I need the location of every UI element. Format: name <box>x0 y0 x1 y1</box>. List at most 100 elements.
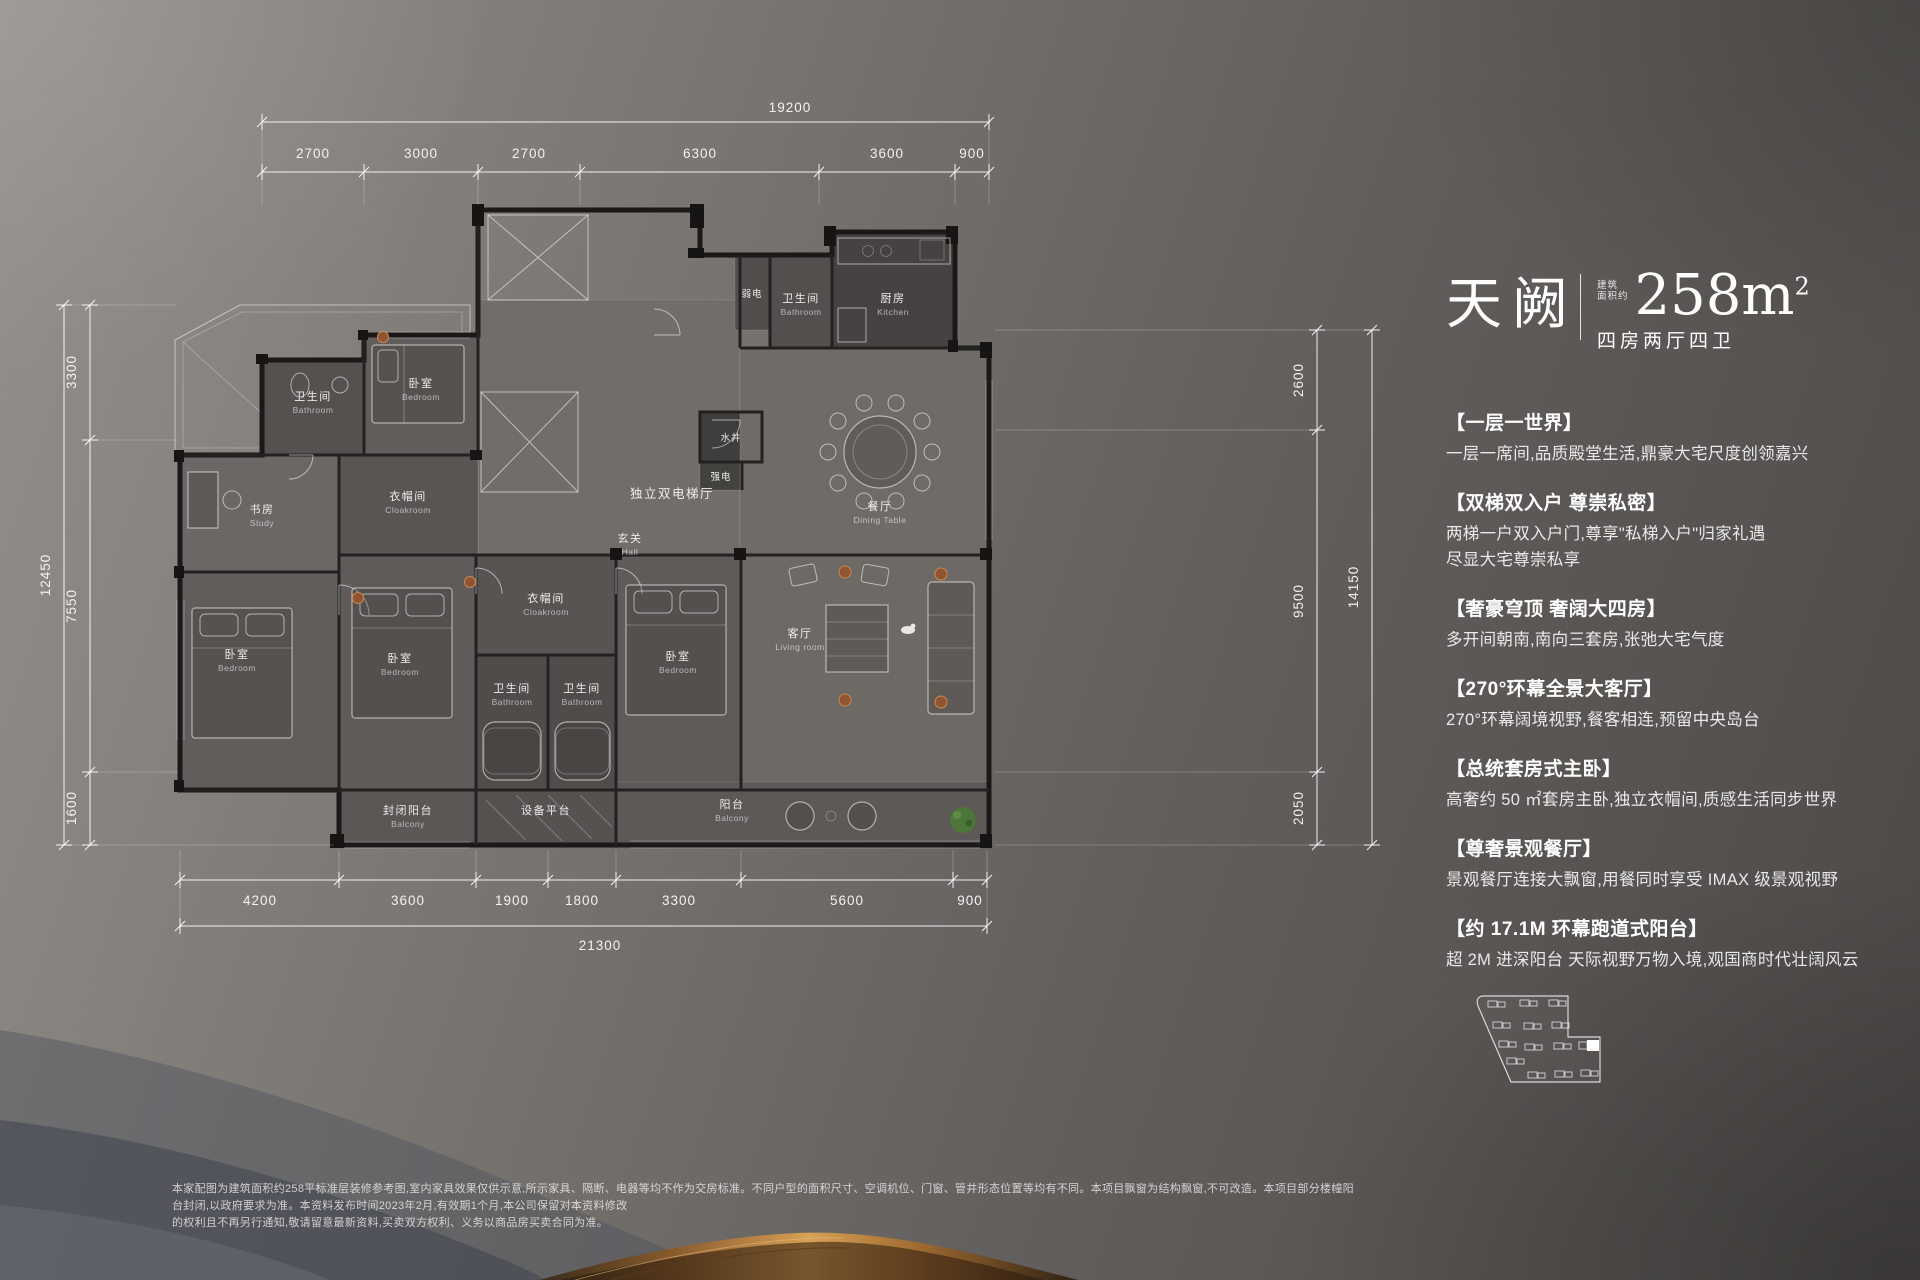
label-bed2-en: Bedroom <box>381 667 419 677</box>
bird-sculpture <box>901 626 915 634</box>
dim-top-total: 19200 <box>769 100 812 115</box>
label-hall-en: Hall <box>622 547 639 557</box>
label-cloak2-en: Cloakroom <box>523 607 569 617</box>
disclaimer-line-1: 本家配图为建筑面积约258平标准层装修参考图,室内家具效果仅供示意,所示家具、隔… <box>172 1183 1354 1212</box>
feature-heading: 【一层一世界】 <box>1446 413 1583 434</box>
site-plan-highlighted-unit <box>1578 1040 1599 1051</box>
label-study-zh: 书房 <box>250 503 275 516</box>
feature-line: 一层一席间,品质殿堂生活,鼎豪大宅尺度创领嘉兴 <box>1446 445 1809 463</box>
bed-top-furniture <box>371 344 465 424</box>
room-bedroom-top <box>363 334 479 456</box>
feature-line: 超 2M 进深阳台 天际视野万物入境,观国商时代壮阔风云 <box>1446 951 1859 969</box>
living-furniture <box>788 563 975 715</box>
balcony-chair-1 <box>785 801 815 831</box>
label-bath2-zh: 卫生间 <box>493 681 531 695</box>
area-prefix-line1: 建筑 <box>1597 280 1619 291</box>
area-prefix-line2: 面积约 <box>1597 291 1629 302</box>
feature-heading: 【尊奢景观餐厅】 <box>1446 839 1603 860</box>
feature-section: 【一层一世界】 一层一席间,品质殿堂生活,鼎豪大宅尺度创领嘉兴 <box>1446 408 1876 467</box>
kitchen-counter <box>837 237 951 343</box>
feature-line: 景观餐厅连接大飘窗,用餐同时享受 IMAX 级景观视野 <box>1446 871 1839 889</box>
label-strong-power: 强电 <box>710 471 731 483</box>
label-bath3-zh: 卫生间 <box>563 681 601 695</box>
label-dining-zh: 餐厅 <box>868 499 893 513</box>
feature-list: 【一层一世界】 一层一席间,品质殿堂生活,鼎豪大宅尺度创领嘉兴 【双梯双入户 尊… <box>1446 408 1876 994</box>
dim-top-seg-5: 900 <box>959 146 985 161</box>
room-bath-top-left <box>261 359 365 456</box>
label-balcony2-en: Balcony <box>715 813 749 823</box>
dim-right-seg-1: 9500 <box>1291 584 1306 618</box>
feature-section: 【约 17.1M 环幕跑道式阳台】 超 2M 进深阳台 天际视野万物入境,观国商… <box>1446 914 1876 973</box>
title-block: 天阙 建筑 面积约 258m2 四房两厅四卫 <box>1446 263 1810 353</box>
feature-heading: 【约 17.1M 环幕跑道式阳台】 <box>1446 919 1708 940</box>
feature-line: 两梯一户双入户门,尊享"私梯入户"归家礼遇 <box>1446 525 1766 543</box>
dim-bottom-seg-5: 5600 <box>830 893 864 908</box>
study-chair <box>222 490 242 510</box>
room-cloakroom-2 <box>475 554 617 656</box>
room-balcony-1 <box>338 789 477 846</box>
elevator-shaft-2 <box>480 391 579 493</box>
dim-right-total: 14150 <box>1346 566 1361 609</box>
feature-section: 【270°环幕全景大客厅】 270°环幕阔境视野,餐客相连,预留中央岛台 <box>1446 674 1876 733</box>
label-dining-en: Dining Table <box>854 515 907 525</box>
dim-left-seg-0: 3300 <box>64 355 79 389</box>
dim-top-seg-1: 3000 <box>404 146 438 161</box>
feature-heading: 【双梯双入户 尊崇私密】 <box>1446 493 1667 514</box>
label-bath3-en: Bathroom <box>562 697 603 707</box>
dim-bottom-seg-4: 3300 <box>662 893 696 908</box>
label-living-en: Living room <box>775 642 824 652</box>
label-master-zh: 卧室 <box>225 647 250 661</box>
label-bath-tl-en: Bathroom <box>293 405 334 415</box>
label-study-en: Study <box>250 518 274 528</box>
dim-top-seg-2: 2700 <box>512 146 546 161</box>
room-elevator-hall <box>477 299 741 556</box>
bathtub-2 <box>482 721 542 781</box>
room-dining <box>739 347 990 556</box>
label-bath-tl-zh: 卫生间 <box>294 389 332 403</box>
feature-line: 尽显大宅尊崇私享 <box>1446 551 1581 569</box>
feature-heading: 【总统套房式主卧】 <box>1446 759 1622 780</box>
label-cloak2-zh: 衣帽间 <box>527 591 565 605</box>
feature-heading: 【奢豪穹顶 奢阔大四房】 <box>1446 599 1667 620</box>
area-prefix: 建筑 面积约 <box>1597 280 1629 302</box>
label-master-en: Bedroom <box>218 663 256 673</box>
balcony-plant <box>950 807 976 833</box>
bathtub-3 <box>554 721 611 781</box>
dim-top-seg-4: 3600 <box>870 146 904 161</box>
title-divider <box>1580 274 1581 340</box>
copper-markers <box>352 331 948 709</box>
label-hall-zh: 玄关 <box>618 531 643 545</box>
room-cloakroom-1 <box>338 454 479 556</box>
area-value: 258m2 <box>1634 263 1810 328</box>
toilet <box>290 372 310 398</box>
label-balcony2-zh: 阳台 <box>720 797 745 811</box>
label-bed3-en: Bedroom <box>659 665 697 675</box>
dim-right-seg-0: 2600 <box>1291 363 1306 397</box>
room-kitchen <box>831 231 956 349</box>
basin <box>331 376 349 394</box>
feature-line: 270°环幕阔境视野,餐客相连,预留中央岛台 <box>1446 711 1760 729</box>
equipment-hatch <box>485 794 613 842</box>
feature-heading: 【270°环幕全景大客厅】 <box>1446 679 1663 700</box>
room-balcony-2 <box>615 781 990 846</box>
unit-name: 天阙 <box>1446 272 1578 337</box>
room-fills <box>179 231 990 846</box>
bed-master <box>191 607 293 739</box>
dimension-top: 19200 2700 3000 2700 6300 3600 900 <box>256 100 995 205</box>
label-bed-top-zh: 卧室 <box>409 376 434 390</box>
dim-right-seg-2: 2050 <box>1291 791 1306 825</box>
label-balcony1-zh: 封闭阳台 <box>383 803 433 817</box>
label-bed2-zh: 卧室 <box>388 651 413 665</box>
dim-bottom-seg-0: 4200 <box>243 893 277 908</box>
dim-top-seg-3: 6300 <box>683 146 717 161</box>
slate-wave-decoration <box>0 1030 730 1280</box>
room-study <box>179 454 340 573</box>
feature-line: 多开间朝南,南向三套房,张弛大宅气度 <box>1446 631 1725 649</box>
dim-left-seg-1: 7550 <box>64 589 79 623</box>
gold-ribbon-decoration <box>540 1232 1078 1280</box>
label-bed-top-en: Bedroom <box>402 392 440 402</box>
label-equip-zh: 设备平台 <box>521 803 571 817</box>
room-equipment <box>475 789 617 846</box>
label-bath-tr-en: Bathroom <box>781 307 822 317</box>
dim-bottom-seg-1: 3600 <box>391 893 425 908</box>
